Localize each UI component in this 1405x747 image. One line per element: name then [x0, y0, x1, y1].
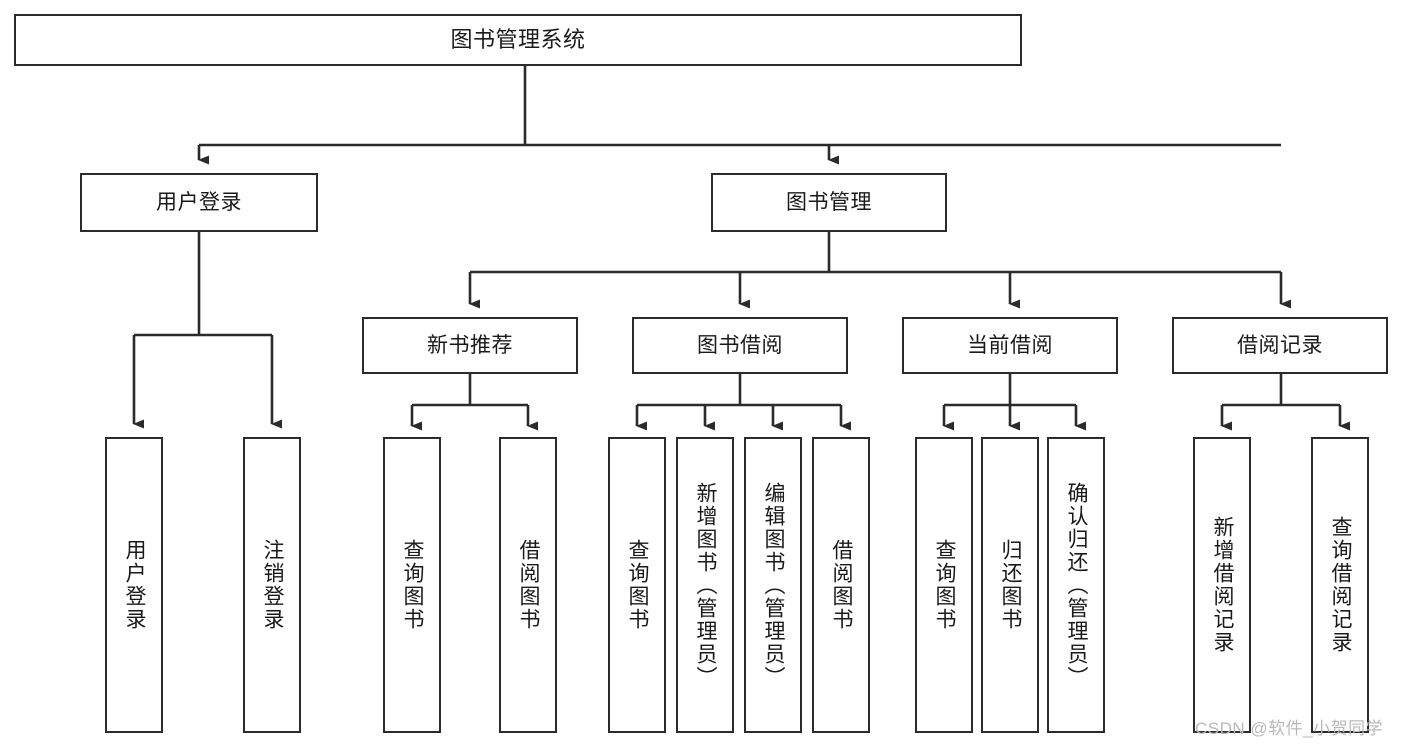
leaf-borrow-book-recommend-label: 借阅图书 — [517, 539, 541, 631]
node-root-label: 图书管理系统 — [450, 26, 586, 52]
node-current-borrow[interactable]: 当前借阅 — [902, 317, 1118, 374]
leaf-confirm-return-admin[interactable]: 确认归还（管理员） — [1047, 437, 1105, 733]
leaf-query-book-current-label: 查询图书 — [933, 539, 957, 631]
leaf-add-book-admin-label: 新增图书（管理员） — [694, 481, 718, 689]
leaf-return-book-label: 归还图书 — [999, 539, 1023, 631]
node-user-login[interactable]: 用户登录 — [80, 173, 318, 232]
node-book-management[interactable]: 图书管理 — [711, 173, 947, 232]
leaf-user-login[interactable]: 用户登录 — [105, 437, 163, 733]
node-borrow-record[interactable]: 借阅记录 — [1172, 317, 1388, 374]
node-book-management-label: 图书管理 — [786, 190, 872, 214]
node-current-borrow-label: 当前借阅 — [967, 333, 1053, 357]
leaf-edit-book-admin[interactable]: 编辑图书（管理员） — [744, 437, 802, 733]
leaf-query-borrow-record-label: 查询借阅记录 — [1329, 516, 1353, 654]
leaf-logout-label: 注销登录 — [261, 539, 285, 631]
leaf-query-borrow-record[interactable]: 查询借阅记录 — [1311, 437, 1369, 733]
leaf-add-borrow-record-label: 新增借阅记录 — [1211, 516, 1235, 654]
leaf-logout[interactable]: 注销登录 — [243, 437, 301, 733]
leaf-query-book-recommend-label: 查询图书 — [401, 539, 425, 631]
csdn-watermark: CSDN @软件_小贺同学 — [1195, 719, 1384, 738]
node-new-book-recommend[interactable]: 新书推荐 — [362, 317, 578, 374]
leaf-query-book-current[interactable]: 查询图书 — [915, 437, 973, 733]
leaf-borrow-book[interactable]: 借阅图书 — [812, 437, 870, 733]
leaf-user-login-label: 用户登录 — [123, 539, 147, 631]
node-root[interactable]: 图书管理系统 — [14, 14, 1022, 66]
node-borrow-record-label: 借阅记录 — [1237, 333, 1323, 357]
leaf-return-book[interactable]: 归还图书 — [981, 437, 1039, 733]
leaf-edit-book-admin-label: 编辑图书（管理员） — [762, 481, 786, 689]
node-new-book-recommend-label: 新书推荐 — [427, 333, 513, 357]
leaf-query-book-recommend[interactable]: 查询图书 — [383, 437, 441, 733]
leaf-query-book-borrow[interactable]: 查询图书 — [608, 437, 666, 733]
leaf-borrow-book-label: 借阅图书 — [830, 539, 854, 631]
leaf-add-book-admin[interactable]: 新增图书（管理员） — [676, 437, 734, 733]
node-user-login-label: 用户登录 — [156, 190, 242, 214]
leaf-add-borrow-record[interactable]: 新增借阅记录 — [1193, 437, 1251, 733]
leaf-confirm-return-admin-label: 确认归还（管理员） — [1065, 481, 1089, 689]
node-book-borrow-label: 图书借阅 — [697, 333, 783, 357]
leaf-borrow-book-recommend[interactable]: 借阅图书 — [499, 437, 557, 733]
node-book-borrow[interactable]: 图书借阅 — [632, 317, 848, 374]
leaf-query-book-borrow-label: 查询图书 — [626, 539, 650, 631]
